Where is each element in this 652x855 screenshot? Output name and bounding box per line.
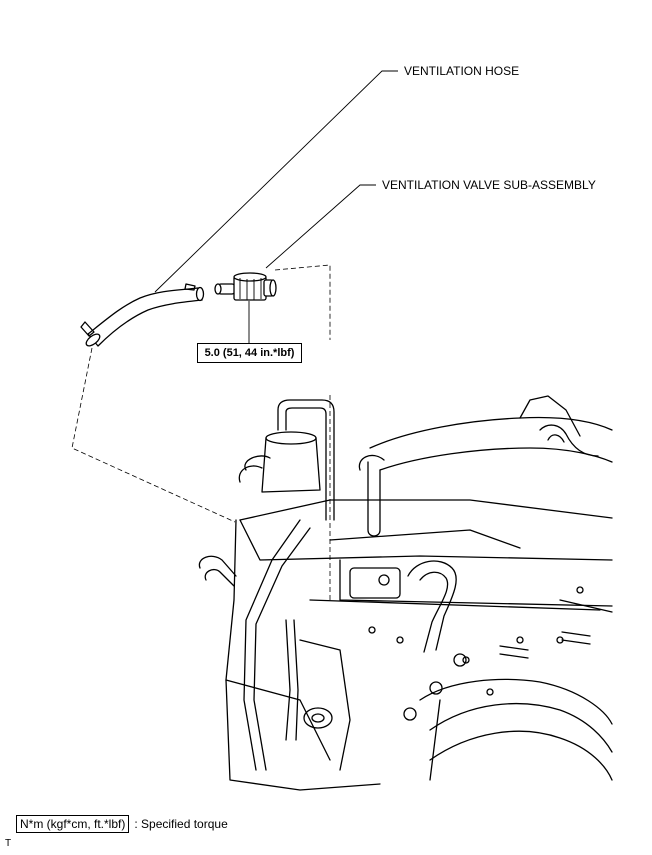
engine-assembly <box>198 395 613 791</box>
ventilation-hose-label: VENTILATION HOSE <box>404 64 520 78</box>
torque-spec-value: 5.0 (51, 44 in.*lbf) <box>204 347 295 359</box>
hose-leader-line <box>154 70 398 293</box>
ventilation-hose <box>80 283 205 347</box>
assembly-guide-lines <box>71 264 331 600</box>
torque-spec-box: 5.0 (51, 44 in.*lbf) <box>197 343 302 363</box>
legend: N*m (kgf*cm, ft.*lbf) : Specified torque <box>16 815 228 833</box>
ventilation-valve <box>214 272 277 301</box>
hose-clamp-icon <box>80 321 95 337</box>
ventilation-valve-label: VENTILATION VALVE SUB-ASSEMBLY <box>382 178 596 192</box>
legend-unit-box: N*m (kgf*cm, ft.*lbf) <box>16 815 130 833</box>
leader-lines <box>154 70 398 343</box>
legend-description: : Specified torque <box>134 817 228 831</box>
figure-id: T <box>5 838 12 849</box>
valve-leader-line <box>265 184 376 269</box>
hose-clamp-icon <box>184 283 196 291</box>
